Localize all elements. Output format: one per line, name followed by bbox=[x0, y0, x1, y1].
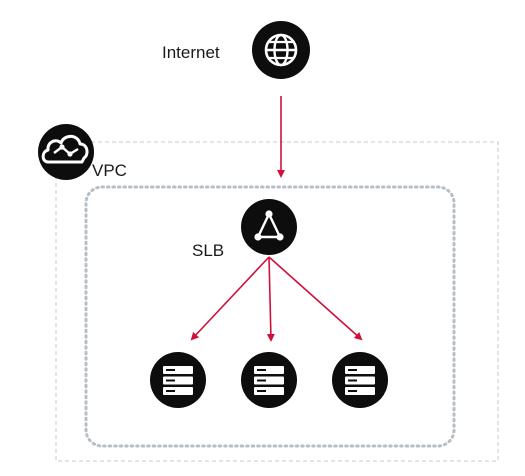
arrow-slb-to-server-2 bbox=[266, 256, 275, 342]
slb-label: SLB bbox=[192, 241, 224, 260]
vpc-boundary bbox=[55, 141, 499, 462]
load-balancer-icon bbox=[241, 199, 297, 255]
arrow-slb-to-server-1 bbox=[190, 256, 270, 341]
arrow-slb-to-server-3 bbox=[268, 256, 363, 341]
globe-icon bbox=[252, 21, 310, 79]
server-icon bbox=[332, 352, 388, 408]
server-icon bbox=[241, 352, 297, 408]
vpc-label: VPC bbox=[92, 161, 127, 180]
cloud-icon bbox=[38, 124, 94, 180]
server-icon bbox=[150, 352, 206, 408]
server-group-boundary bbox=[84, 185, 456, 448]
internet-label: Internet bbox=[162, 43, 220, 62]
